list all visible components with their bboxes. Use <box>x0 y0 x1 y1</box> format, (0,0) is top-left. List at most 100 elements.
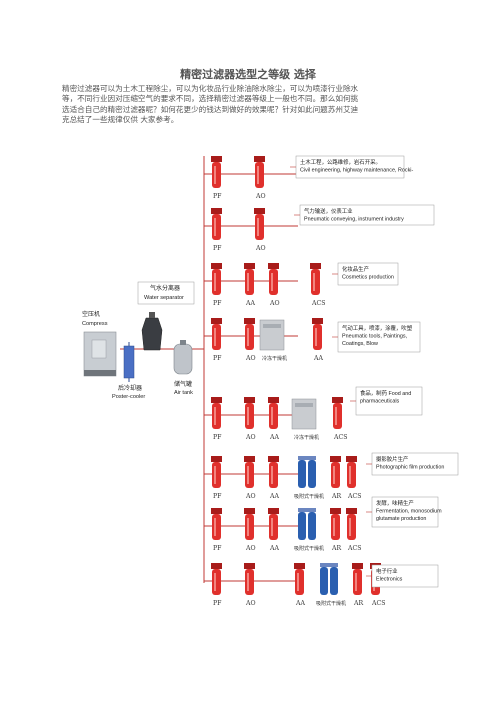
stage-label: AA <box>295 600 305 607</box>
stage-label: AO <box>245 355 256 362</box>
stage-label: ACS <box>347 493 361 500</box>
separator-label-en: Water separator <box>144 295 184 301</box>
compressor-label-cn: 空压机 <box>82 310 100 318</box>
filter-icon <box>268 397 279 429</box>
application-text: glutamate production <box>376 516 426 522</box>
stage-label: 吸附式干燥机 <box>294 545 324 552</box>
intro-paragraph: 精密过滤器可以为土木工程除尘，可以为化妆品行业除油除水除尘，可以为喷漆行业除水 … <box>62 84 442 126</box>
filter-icon <box>211 208 222 240</box>
stage-label: AA <box>269 545 279 552</box>
application-box <box>371 496 439 528</box>
filter-icon <box>312 318 323 350</box>
stage-label: ACS <box>311 300 325 307</box>
stage-label: AR <box>331 493 341 500</box>
air-tank-label-en: Air tank <box>174 390 193 396</box>
filter-icon <box>346 508 357 540</box>
aftercooler-label-cn: 后冷却器 <box>118 384 142 392</box>
stage-label: ACS <box>333 434 347 441</box>
page-title: 精密过滤器选型之等级 选择 <box>180 68 316 81</box>
separator-icon <box>141 317 163 351</box>
filter-icon <box>244 508 255 540</box>
stage-label: AA <box>313 355 323 362</box>
stage-label: AO <box>245 493 256 500</box>
application-text: 气动工具，喷漆，涂覆，吹塑 <box>342 324 413 332</box>
stage-label: 冷冻干燥机 <box>262 355 287 362</box>
application-text: Cosmetics production <box>342 275 394 281</box>
stage-label: AO <box>255 193 266 200</box>
stage-label: ACS <box>371 600 385 607</box>
stage-label: AO <box>245 434 256 441</box>
application-row: PF AO 冷冻干燥机 AA 气动工具，喷漆，涂覆，吹塑 Pneumatic tools,… <box>204 318 421 362</box>
stage-label: AO <box>245 600 256 607</box>
stage-label: PF <box>213 355 222 362</box>
stage-label: PF <box>213 434 222 441</box>
application-text: Pneumatic conveying, instrument industry <box>304 217 404 223</box>
aftercooler-label-en: Poster-cooler <box>112 394 145 400</box>
filter-icon <box>254 208 265 240</box>
adsorption-dryer-icon <box>298 456 316 488</box>
filter-icon <box>330 456 341 488</box>
filter-icon <box>211 156 222 188</box>
filter-icon <box>268 508 279 540</box>
air-tank: 储气罐 Air tank <box>173 340 193 396</box>
stage-label: AA <box>245 300 255 307</box>
application-text: Electronics <box>376 577 403 583</box>
refrigerated-dryer-icon <box>259 319 285 351</box>
stage-label: PF <box>213 600 222 607</box>
stage-label: AO <box>255 245 266 252</box>
stage-label: AO <box>269 300 280 307</box>
separator-label-cn: 气水分离器 <box>150 284 180 292</box>
stage-label: PF <box>213 245 222 252</box>
compressor: 空压机 Compress <box>82 310 117 377</box>
application-text: Photographic film production <box>376 465 444 471</box>
stage-label: AR <box>331 545 341 552</box>
filter-icon <box>244 263 255 295</box>
compressor-label-en: Compress <box>82 321 108 327</box>
filter-icon <box>294 563 305 595</box>
application-text: Pneumatic tools, Paintings, <box>342 334 408 340</box>
application-text: 电子行业 <box>376 567 398 575</box>
filter-icon <box>310 263 321 295</box>
application-text: Coatings, Blow <box>342 341 378 347</box>
filter-icon <box>211 318 222 350</box>
aftercooler: 后冷却器 Poster-cooler <box>112 342 145 400</box>
stage-label: AA <box>269 493 279 500</box>
paragraph-line: 选适合自己的精密过滤器呢？如何花更少的钱达到做好的效果呢？针对如此问题苏州艾迪 <box>62 104 359 114</box>
application-text: 食品，制药 Food and <box>360 389 411 397</box>
refrigerated-dryer-icon <box>291 398 317 430</box>
water-separator: 气水分离器 Water separator <box>137 281 195 351</box>
filter-icon <box>244 456 255 488</box>
compressor-base-icon <box>84 370 116 376</box>
aftercooler-icon <box>123 345 135 379</box>
air-tank-icon <box>173 343 193 375</box>
filter-icon <box>244 318 255 350</box>
stage-label: PF <box>213 193 222 200</box>
application-text: 气力输送，仪表工业 <box>304 207 353 215</box>
stage-label: 冷冻干燥机 <box>294 434 319 441</box>
filter-icon <box>211 456 222 488</box>
filter-icon <box>330 508 341 540</box>
filter-icon <box>268 263 279 295</box>
stage-label: PF <box>213 493 222 500</box>
application-text: pharmaceuticals <box>360 399 400 405</box>
filter-icon <box>254 156 265 188</box>
adsorption-dryer-icon <box>320 563 338 595</box>
filter-icon <box>211 508 222 540</box>
filter-icon <box>352 563 363 595</box>
stage-label: AA <box>269 434 279 441</box>
filter-icon <box>211 263 222 295</box>
filter-icon <box>244 563 255 595</box>
application-box <box>337 321 421 353</box>
application-text: 摄影胶片生产 <box>376 455 408 463</box>
stage-label: PF <box>213 300 222 307</box>
application-text: Fermentation, monosodium <box>376 509 442 515</box>
application-text: Civil engineering, highway maintenance, … <box>300 168 413 174</box>
filter-icon <box>211 397 222 429</box>
application-row: PF AO 气力输送，仪表工业 Pneumatic conveying, instru… <box>204 204 435 252</box>
